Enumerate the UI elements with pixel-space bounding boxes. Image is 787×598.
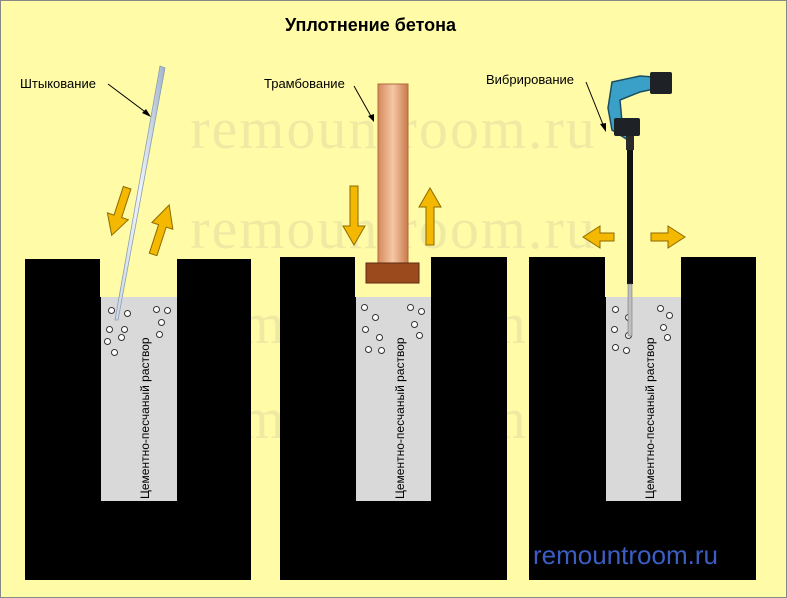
arrow-down-2: [342, 185, 366, 246]
air-bubble: [378, 347, 385, 354]
leader-rodding-arrowhead: [142, 109, 151, 117]
formwork-gap-cover-1: [100, 259, 177, 297]
label-vibration: Вибрирование: [486, 72, 574, 87]
leader-rodding: [107, 83, 149, 115]
air-bubble: [362, 326, 369, 333]
diagram-title: Уплотнение бетона: [284, 15, 457, 35]
air-bubble: [118, 334, 125, 341]
arrow-left-3: [582, 225, 615, 249]
air-bubble: [153, 306, 160, 313]
arrow-up-1: [148, 203, 174, 257]
mortar-fill-1: [101, 297, 177, 501]
air-bubble: [158, 319, 165, 326]
leader-vibration-arrowhead: [600, 123, 606, 132]
air-bubble: [660, 324, 667, 331]
air-bubble: [418, 308, 425, 315]
air-bubble: [416, 332, 423, 339]
arrow-up-2: [418, 187, 442, 246]
air-bubble: [376, 334, 383, 341]
air-bubble: [106, 326, 113, 333]
label-rodding: Штыкование: [20, 76, 96, 91]
air-bubble: [124, 310, 131, 317]
air-bubble: [361, 304, 368, 311]
air-bubble: [407, 304, 414, 311]
arrow-down-1: [106, 185, 132, 237]
air-bubble: [104, 338, 111, 345]
site-name: remountroom.ru: [533, 540, 718, 570]
air-bubble: [372, 314, 379, 321]
air-bubble: [611, 326, 618, 333]
label-tamping: Трамбование: [264, 76, 345, 91]
formwork-gap-cover-3: [605, 257, 681, 297]
air-bubble: [657, 305, 664, 312]
air-bubble: [108, 307, 115, 314]
air-bubble: [411, 321, 418, 328]
air-bubble: [164, 307, 171, 314]
air-bubble: [111, 349, 118, 356]
air-bubble: [612, 306, 619, 313]
air-bubble: [121, 326, 128, 333]
leader-vibration: [585, 81, 605, 128]
vibrator-tool: [607, 72, 672, 337]
air-bubble: [156, 331, 163, 338]
leader-tamping-arrowhead: [368, 114, 374, 122]
air-bubble: [612, 344, 619, 351]
tamper-handle: [377, 83, 409, 265]
leader-tamping: [353, 85, 373, 119]
tamper-plate: [365, 262, 420, 284]
air-bubble: [365, 346, 372, 353]
air-bubble: [664, 334, 671, 341]
rod-tool: [114, 65, 166, 321]
arrow-right-3: [650, 225, 686, 249]
air-bubble: [623, 347, 630, 354]
mortar-fill-3: [606, 297, 681, 501]
air-bubble: [666, 312, 673, 319]
